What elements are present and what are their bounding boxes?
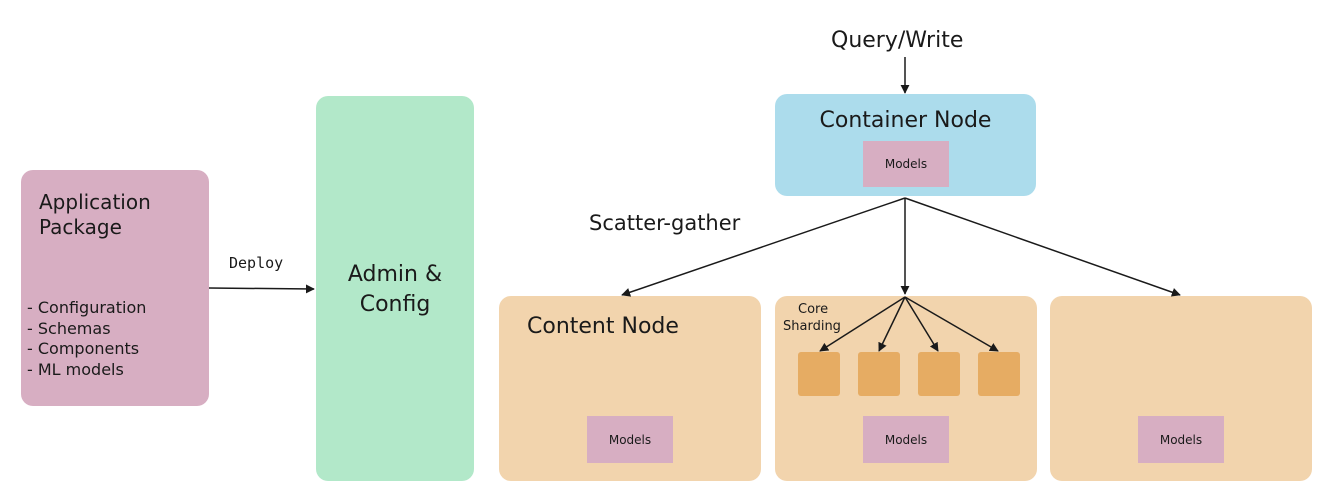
admin-config-box <box>316 96 474 481</box>
scatter-arrow-content-node-3 <box>904 197 1181 297</box>
core-shard-2 <box>858 352 900 396</box>
core-shard-4 <box>978 352 1020 396</box>
application-package-item-schemas: - Schemas <box>27 319 111 338</box>
core-sharding-label-line1: Core <box>798 302 829 317</box>
application-package-item-configuration: - Configuration <box>27 298 147 317</box>
admin-config-title-line1: Admin & <box>347 262 443 287</box>
application-package-title-line1: Application <box>39 190 151 214</box>
deploy-label: Deploy <box>229 254 284 272</box>
core-shard-1 <box>798 352 840 396</box>
deploy-arrow <box>208 284 315 294</box>
query-write-label: Query/Write <box>831 28 964 53</box>
content-node-1-models: Models <box>587 416 673 463</box>
application-package-title-line2: Package <box>39 215 122 239</box>
core-sharding-label-line2: Sharding <box>783 319 841 334</box>
content-node-2-models: Models <box>863 416 949 463</box>
scatter-gather-label: Scatter-gather <box>589 211 741 235</box>
application-package-item-ml-models: - ML models <box>27 360 124 379</box>
application-package-item-components: - Components <box>27 339 140 358</box>
core-shard-3 <box>918 352 960 396</box>
admin-config-title-line2: Config <box>359 292 431 317</box>
content-node-title: Content Node <box>527 314 679 339</box>
content-node-3-models: Models <box>1138 416 1224 463</box>
container-node-models: Models <box>863 141 949 187</box>
container-node-title: Container Node <box>819 108 992 133</box>
application-package-box <box>21 170 209 406</box>
